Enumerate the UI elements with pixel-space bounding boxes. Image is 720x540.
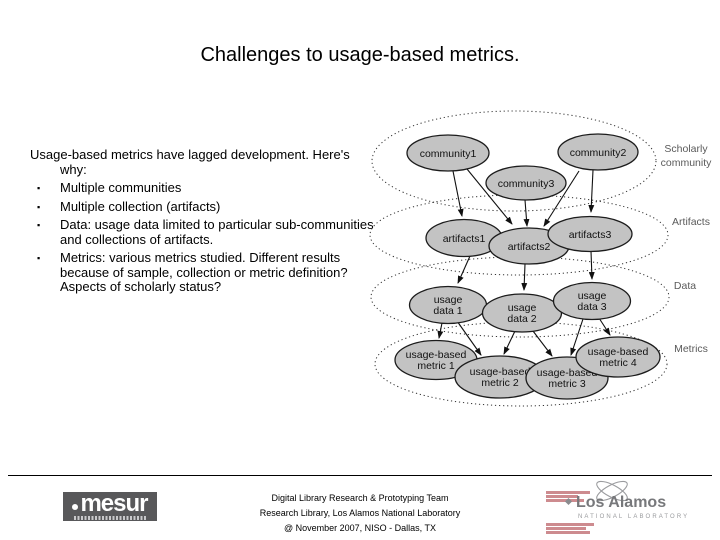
bullet-marker: ▪ [37,183,41,193]
bullet-marker: ▪ [37,220,41,230]
node-usage-data-3: usage data 3 [552,281,632,321]
node-artifacts3: artifacts3 [547,215,633,253]
body-text-block: Usage-based metrics have lagged developm… [30,147,380,295]
node-label: metric 4 [599,357,637,369]
atom-icon [596,480,628,502]
footer-divider [8,475,712,476]
bullet-item: ▪ Data: usage data limited to particular… [30,217,380,247]
band-data [370,256,670,338]
slide-title: Challenges to usage-based metrics. [200,44,520,66]
funding-note-line [546,527,586,530]
diagram-arrows [437,168,611,357]
node-label: usage [578,290,607,302]
node-label: community2 [570,147,627,159]
funding-note-line [546,523,594,526]
node-label: metric 1 [417,360,455,372]
node-label: data 2 [507,313,536,325]
node-label: usage-based [537,367,598,379]
bullet-item: ▪ Multiple communities [30,180,380,196]
node-label: usage [434,294,463,306]
node-usage-based-metric-1: usage-based metric 1 [394,339,478,381]
band-scholarly-community [371,110,657,212]
band-label-metrics: Metrics [674,343,708,355]
band-label-scholarly-community: Scholarly community [660,143,712,169]
node-usage-based-metric-4: usage-based metric 4 [575,336,661,378]
node-label: community1 [420,148,477,160]
bullet-text: Metrics: various metrics studied. Differ… [60,250,348,294]
bullet-text: Multiple collection (artifacts) [60,198,221,214]
bullet-marker: ▪ [37,253,41,263]
node-label: community3 [498,178,555,190]
bullet-item: ▪ Multiple collection (artifacts) [30,198,380,215]
mesur-logo-row: mesur [63,489,157,517]
mesur-logo: mesur [63,489,157,521]
bullet-text: Multiple communities [60,180,182,195]
node-label: data 1 [433,305,462,317]
lanl-subtitle: NATIONAL LABORATORY [578,514,690,520]
node-label: metric 3 [548,378,586,390]
node-label: artifacts1 [443,233,486,245]
node-label: artifacts3 [569,229,612,241]
lanl-name-text: Los Alamos [576,494,667,511]
funding-note-line [546,531,590,534]
mesur-logo-text: mesur [80,489,148,517]
node-usage-data-2: usage data 2 [481,293,563,333]
node-community2: community2 [557,133,639,171]
node-community3: community3 [485,165,567,201]
credit-line: Digital Library Research & Prototyping T… [271,493,449,503]
node-artifacts1: artifacts1 [425,218,503,258]
node-label: usage [508,302,537,314]
diamond-icon [564,498,573,506]
funding-note-line [546,491,590,494]
bullet-marker: ▪ [37,201,41,212]
band-artifacts [369,194,669,276]
node-label: metric 2 [481,377,519,389]
node-label: usage-based [588,346,649,358]
bullet-text: Data: usage data limited to particular s… [60,217,374,247]
footer-credits: Digital Library Research & Prototyping T… [180,491,540,536]
credit-line: @ November 2007, NISO - Dallas, TX [283,523,437,533]
credit-line: Research Library, Los Alamos National La… [259,508,461,518]
mesur-dot-icon [72,503,79,510]
band-label-artifacts: Artifacts [672,216,710,228]
node-label: usage-based [406,349,467,361]
node-label: data 3 [577,301,606,313]
band-metrics [374,321,668,407]
band-label-data: Data [673,280,697,292]
funding-note-bottom [546,523,594,535]
bullet-item: ▪ Metrics: various metrics studied. Diff… [30,250,380,295]
node-usage-data-1: usage data 1 [408,285,488,325]
mesur-logo-tagline [74,516,146,520]
lanl-logo: Los Alamos NATIONAL LABORATORY [544,478,694,538]
node-label: usage-based [470,366,531,378]
node-usage-based-metric-2: usage-based metric 2 [454,355,546,399]
intro-paragraph: Usage-based metrics have lagged developm… [30,147,350,177]
node-label: artifacts2 [508,241,551,253]
lanl-name: Los Alamos [564,494,694,512]
node-community1: community1 [406,134,490,172]
funding-note-line [546,495,578,498]
